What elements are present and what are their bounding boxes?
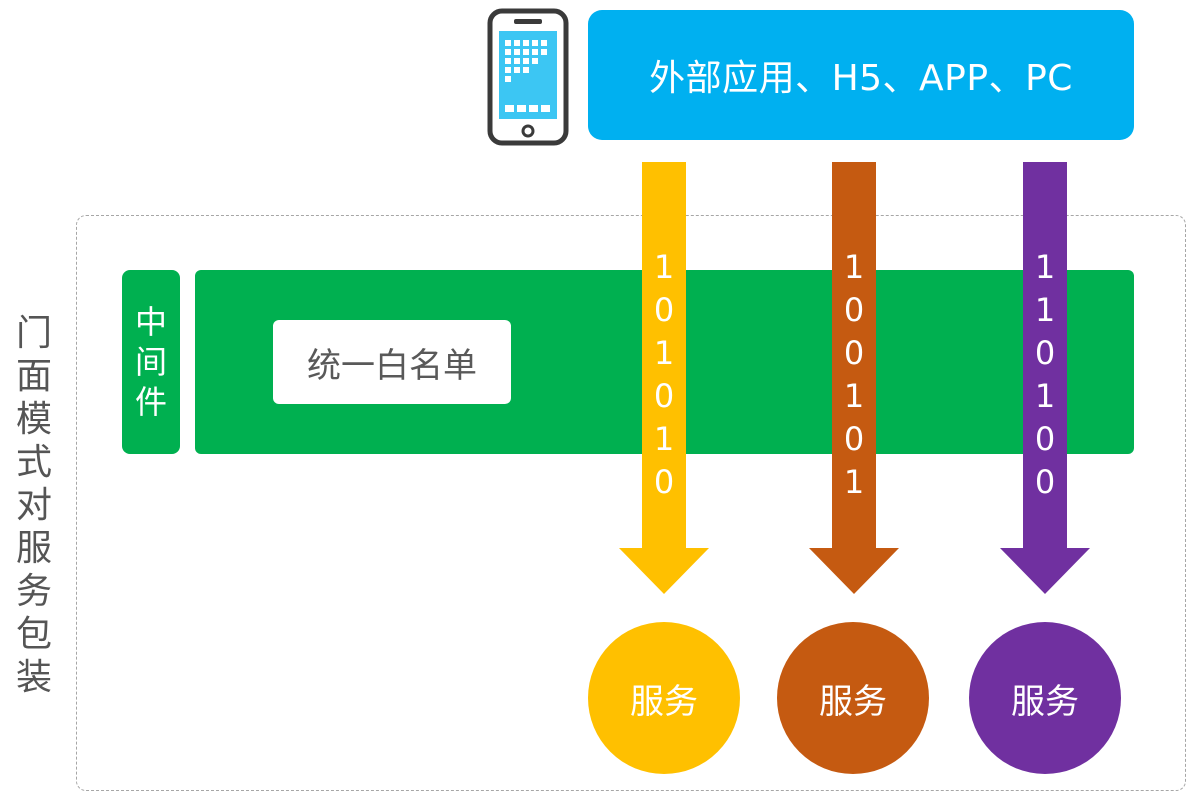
service-label: 服务 xyxy=(1011,681,1079,722)
bit-digit: 0 xyxy=(843,420,865,458)
external-apps-label: 外部应用、H5、APP、PC xyxy=(649,58,1073,99)
middleware-label-char: 件 xyxy=(134,383,167,421)
bit-digit: 0 xyxy=(653,291,675,329)
bit-digit: 1 xyxy=(1034,377,1056,415)
bit-digit: 0 xyxy=(843,291,865,329)
service-label: 服务 xyxy=(630,681,698,722)
facade-pattern-label: 门 面 模 式 对 服 务 包 装 xyxy=(12,312,56,699)
bit-digit: 1 xyxy=(1034,248,1056,286)
facade-label-char: 对 xyxy=(15,485,52,526)
data-flow-arrow: 1 1 0 1 0 0 xyxy=(1000,162,1090,594)
service-node: 服务 xyxy=(588,622,740,774)
bit-digit: 0 xyxy=(1034,420,1056,458)
middleware-label-box: 中 间 件 xyxy=(122,270,180,454)
service-node: 服务 xyxy=(969,622,1121,774)
smartphone-icon xyxy=(487,8,569,146)
facade-label-char: 装 xyxy=(15,657,52,698)
bit-sequence: 1 1 0 1 0 0 xyxy=(1000,246,1090,504)
bit-digit: 0 xyxy=(1034,463,1056,501)
bit-sequence: 1 0 1 0 1 0 xyxy=(619,246,709,504)
facade-label-char: 门 xyxy=(15,313,52,354)
facade-label-char: 服 xyxy=(15,528,52,569)
bit-digit: 0 xyxy=(1034,334,1056,372)
bit-digit: 1 xyxy=(1034,291,1056,329)
data-flow-arrow: 1 0 0 1 0 1 xyxy=(809,162,899,594)
middleware-label-char: 间 xyxy=(134,343,167,381)
external-apps-banner: 外部应用、H5、APP、PC xyxy=(588,10,1134,140)
bit-digit: 1 xyxy=(843,463,865,501)
facade-label-char: 面 xyxy=(15,356,52,397)
facade-label-char: 式 xyxy=(15,442,52,483)
bit-digit: 0 xyxy=(653,463,675,501)
middleware-label-char: 中 xyxy=(134,303,167,341)
bit-digit: 1 xyxy=(843,248,865,286)
arrow-shape xyxy=(619,162,709,594)
facade-label-char: 务 xyxy=(15,571,52,612)
bit-sequence: 1 0 0 1 0 1 xyxy=(809,246,899,504)
service-node: 服务 xyxy=(777,622,929,774)
service-label: 服务 xyxy=(819,681,887,722)
bit-digit: 1 xyxy=(653,420,675,458)
arrow-shape xyxy=(1000,162,1090,594)
facade-label-char: 包 xyxy=(15,614,52,655)
bit-digit: 0 xyxy=(653,377,675,415)
bit-digit: 1 xyxy=(653,334,675,372)
bit-digit: 0 xyxy=(843,334,865,372)
whitelist-label: 统一白名单 xyxy=(307,345,477,386)
data-flow-arrow: 1 0 1 0 1 0 xyxy=(619,162,709,594)
whitelist-box: 统一白名单 xyxy=(273,320,511,404)
arrow-shape xyxy=(809,162,899,594)
facade-container xyxy=(76,215,1186,791)
facade-label-char: 模 xyxy=(15,399,52,440)
bit-digit: 1 xyxy=(653,248,675,286)
bit-digit: 1 xyxy=(843,377,865,415)
